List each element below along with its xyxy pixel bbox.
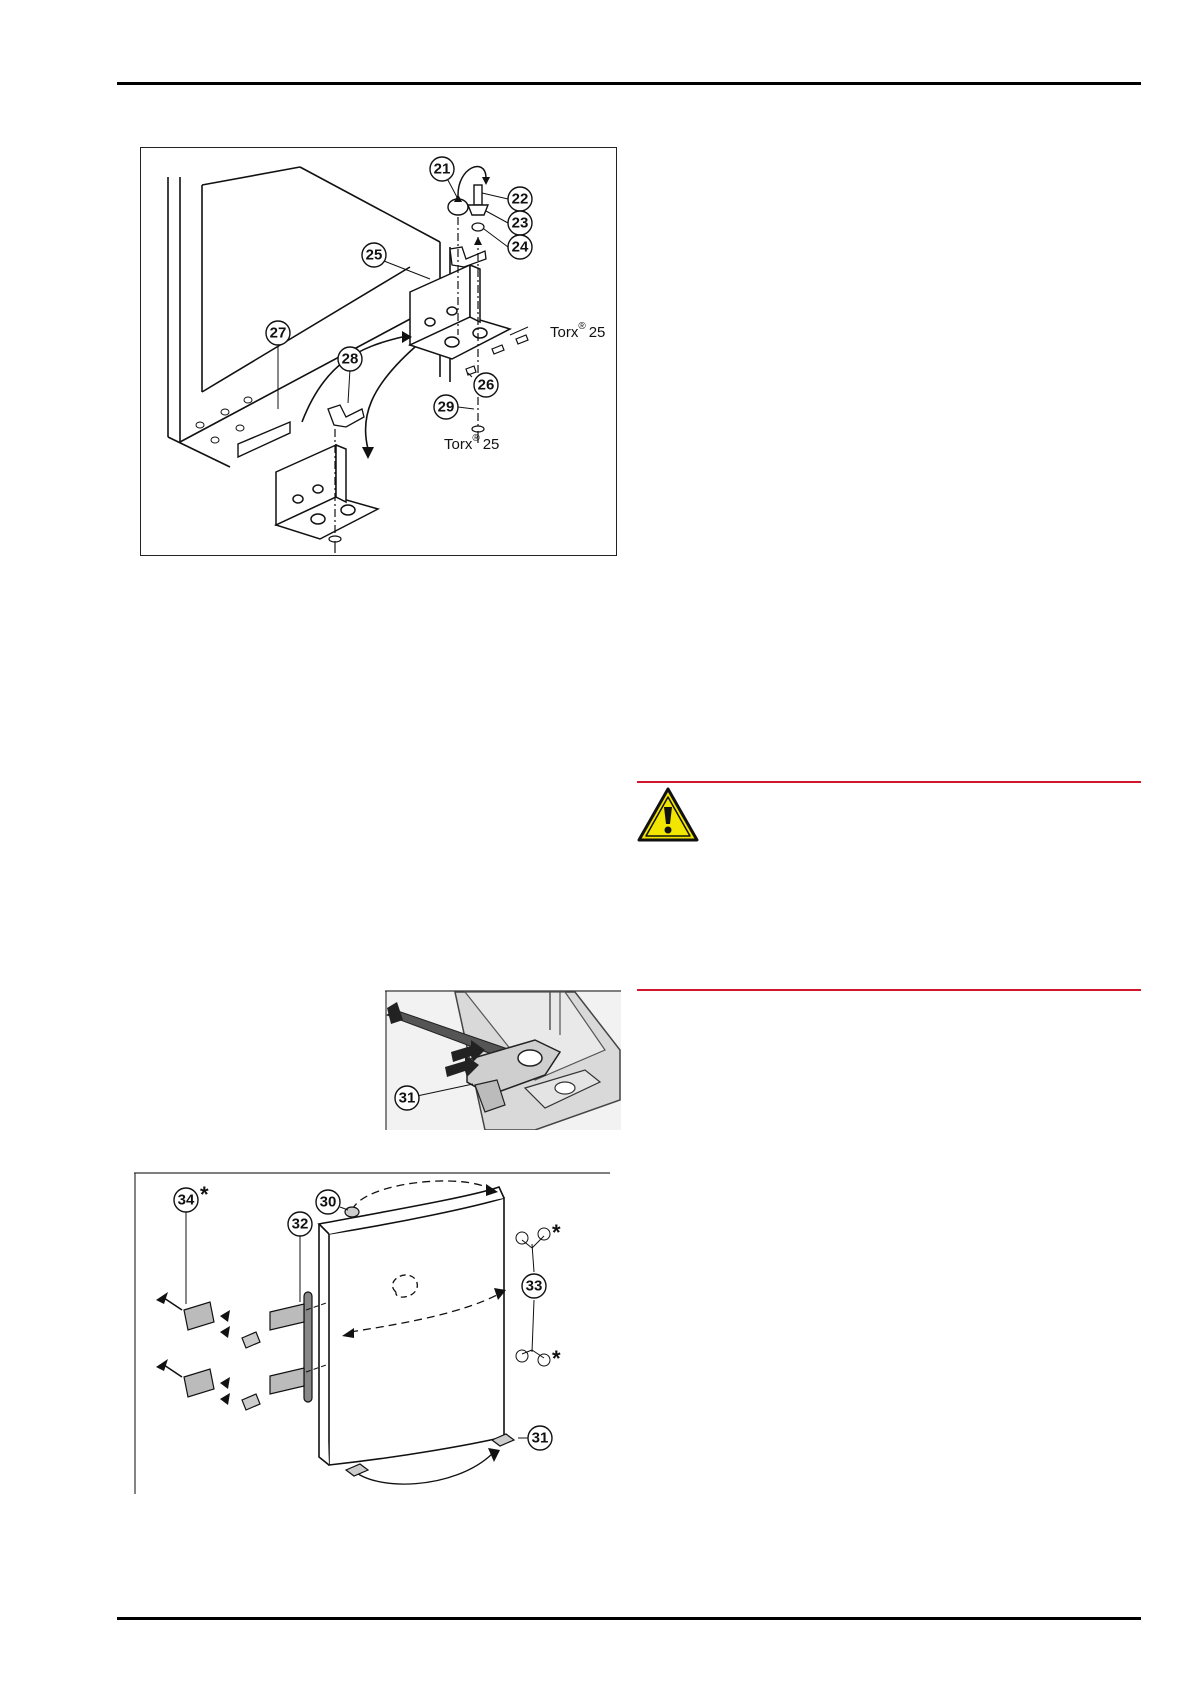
callout-24: 24 — [512, 239, 529, 256]
figure-door-handle: 30 32 33 34 31 * * * — [134, 1172, 614, 1498]
door-panel — [317, 1185, 505, 1466]
callout-25: 25 — [366, 247, 383, 264]
cap-30 — [344, 1206, 360, 1218]
callout-26: 26 — [478, 377, 495, 394]
door-handle-diagram: 30 32 33 34 31 * * * — [134, 1172, 610, 1494]
callout-34: 34 — [178, 1192, 195, 1209]
latch-removal-diagram: 31 — [385, 990, 621, 1130]
asterisk-33-top: * — [552, 1220, 561, 1245]
callout-32: 32 — [292, 1216, 309, 1233]
callout-22: 22 — [512, 191, 529, 208]
callout-31-door: 31 — [532, 1430, 549, 1447]
callout-30: 30 — [320, 1194, 337, 1211]
callout-28: 28 — [342, 351, 359, 368]
lever-28 — [327, 404, 365, 428]
screws-26 — [465, 334, 529, 376]
hinge-bracket-25 — [407, 263, 512, 360]
handle-bar-32 — [303, 1291, 313, 1403]
torx-label-upper: Torx®25 — [550, 321, 605, 341]
screws-33 — [515, 1227, 551, 1367]
callout-23: 23 — [512, 215, 529, 232]
warning-bottom-rule — [637, 989, 1141, 991]
callout-31-photo: 31 — [399, 1090, 416, 1107]
callout-33: 33 — [526, 1278, 543, 1295]
warning-triangle-icon — [637, 787, 699, 842]
warning-icon-wrap — [637, 787, 699, 843]
callout-27: 27 — [270, 325, 287, 342]
header-rule — [117, 82, 1141, 85]
figure-hinge-assembly: 21 22 23 24 25 26 27 28 29 Torx®25 Torx®… — [140, 147, 620, 557]
covers-34 — [183, 1301, 215, 1398]
callout-29: 29 — [438, 399, 455, 416]
hinge-pin-22 — [473, 184, 483, 206]
footer-rule — [117, 1617, 1141, 1620]
torx-label-lower: Torx®25 — [444, 433, 499, 453]
pin-bushing-23 — [466, 204, 490, 216]
figure-latch-photo: 31 — [385, 990, 621, 1130]
warning-top-rule — [637, 781, 1141, 783]
screw-29 — [471, 425, 485, 443]
latch-31-new — [490, 1433, 516, 1447]
cover-plate-27 — [237, 420, 291, 459]
asterisk-33-bottom: * — [552, 1346, 561, 1371]
latch-31-old — [344, 1463, 370, 1477]
asterisk-34: * — [200, 1182, 209, 1207]
callout-21: 21 — [434, 161, 451, 178]
hinge-bracket-lower — [273, 443, 381, 540]
hinge-assembly-diagram: 21 22 23 24 25 26 27 28 29 Torx®25 Torx®… — [140, 147, 617, 556]
washer-24 — [471, 222, 485, 232]
